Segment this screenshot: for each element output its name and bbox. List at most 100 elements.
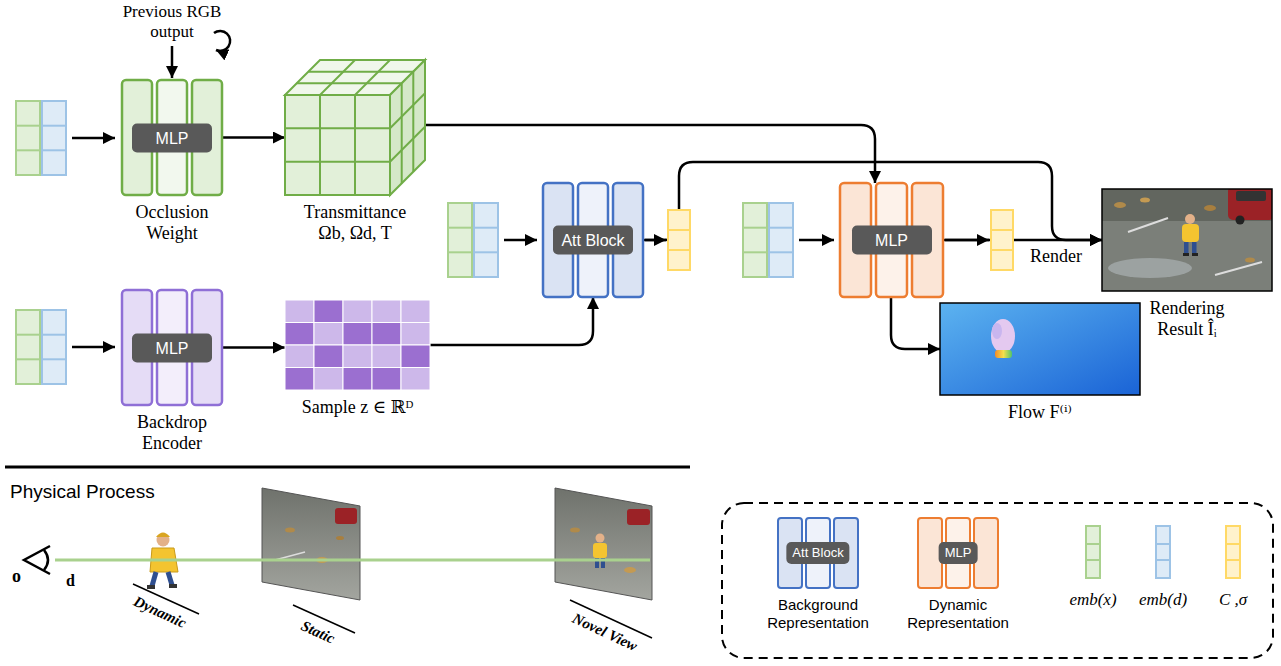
novel-view-panel bbox=[627, 509, 650, 525]
sample-grid bbox=[314, 368, 343, 391]
transmittance-cube bbox=[285, 161, 390, 163]
rendered-image bbox=[1182, 224, 1199, 242]
input-arrow bbox=[645, 239, 666, 242]
flow-image bbox=[995, 350, 1012, 358]
legend-text: Dynamic Representation bbox=[888, 596, 1028, 632]
transmittance-cube bbox=[390, 60, 425, 195]
dynamic-child bbox=[157, 534, 170, 547]
node-caption: Sample z ∈ ℝᴰ bbox=[302, 397, 414, 418]
sample-grid bbox=[285, 300, 314, 323]
flow-image bbox=[940, 303, 1140, 395]
node-caption: Backdrop Encoder bbox=[116, 412, 228, 454]
input-arrow bbox=[799, 239, 834, 242]
rendered-image bbox=[1114, 202, 1126, 208]
flow-image bbox=[940, 303, 1140, 395]
static-panel bbox=[285, 528, 295, 533]
sample-grid: Sample z ∈ ℝᴰ bbox=[285, 300, 430, 390]
sample-grid bbox=[372, 300, 401, 323]
input-arrow bbox=[171, 46, 174, 78]
transmittance-cube bbox=[355, 60, 390, 95]
block-label: MLP bbox=[852, 226, 932, 255]
novel-view-panel bbox=[596, 534, 605, 543]
sample-grid bbox=[314, 300, 343, 323]
attention-block: Att Block bbox=[543, 183, 643, 297]
backdrop-mlp-columns bbox=[122, 290, 222, 405]
input-arrow bbox=[72, 346, 115, 349]
flow-image: Flow F⁽ⁱ⁾ bbox=[940, 303, 1140, 395]
rendered-image bbox=[1192, 253, 1198, 256]
legend-swatch bbox=[1085, 525, 1101, 579]
rendered-image bbox=[1185, 214, 1195, 224]
direction-symbol: d bbox=[66, 572, 75, 590]
block-label: Att Block bbox=[553, 226, 633, 255]
rendered-image bbox=[1102, 189, 1272, 291]
swatch-divider bbox=[1087, 543, 1099, 545]
transmittance-cube bbox=[285, 95, 390, 195]
sample-grid bbox=[314, 323, 343, 346]
transmittance-cube bbox=[354, 95, 356, 195]
attention-columns bbox=[543, 183, 643, 297]
transmittance-cube bbox=[308, 71, 413, 73]
transmittance-cube bbox=[401, 83, 403, 183]
transmittance-cube bbox=[390, 93, 425, 128]
layer-label: Static bbox=[298, 616, 337, 647]
rendered-image bbox=[1128, 218, 1168, 232]
static-panel bbox=[262, 488, 360, 600]
connector-arrow bbox=[943, 239, 1102, 242]
input-arrow bbox=[945, 239, 989, 242]
legend-text: Background Representation bbox=[748, 596, 888, 632]
sample-grid bbox=[285, 323, 314, 346]
camera-eye bbox=[24, 546, 50, 574]
sample-grid bbox=[372, 368, 401, 391]
sample-grid bbox=[401, 300, 430, 323]
legend-swatch bbox=[1225, 525, 1241, 579]
embedding-stack bbox=[16, 310, 66, 384]
transmittance-cube bbox=[285, 127, 390, 129]
sample-grid bbox=[343, 323, 372, 346]
connector-arrow bbox=[222, 136, 285, 139]
dynamic-child bbox=[169, 584, 177, 588]
node-caption: Transmittance Ωb, Ωd, T bbox=[290, 202, 420, 244]
sample-grid bbox=[285, 368, 314, 391]
rendered-image bbox=[1184, 242, 1189, 254]
dynamic-mlp-columns bbox=[840, 183, 943, 297]
block-label: MLP bbox=[132, 123, 212, 152]
static-panel bbox=[335, 508, 357, 524]
input-arrow bbox=[72, 137, 115, 140]
rendered-image bbox=[1236, 191, 1266, 201]
novel-view-panel bbox=[624, 567, 636, 573]
node-caption: Occlusion Weight bbox=[116, 202, 228, 244]
sample-grid bbox=[401, 323, 430, 346]
legend-frame bbox=[722, 503, 1273, 658]
swatch-divider bbox=[1087, 559, 1099, 561]
origin-symbol: o bbox=[12, 566, 21, 586]
mlp-block: MLPBackdrop Encoder bbox=[122, 290, 222, 405]
legend-block-label: MLP bbox=[939, 542, 978, 564]
dynamic-child bbox=[156, 533, 170, 538]
connector-arrow bbox=[430, 297, 593, 345]
legend-text: emb(d) bbox=[1128, 590, 1198, 610]
connector-arrow bbox=[891, 297, 940, 349]
legend-background-sample bbox=[778, 518, 858, 588]
rendered-image bbox=[1183, 253, 1189, 256]
dynamic-child bbox=[147, 585, 155, 589]
block-label: MLP bbox=[132, 333, 212, 362]
rendered-image bbox=[1215, 262, 1262, 275]
embedding-stack bbox=[16, 101, 66, 175]
transmittance-cube bbox=[390, 127, 425, 162]
rendered-image bbox=[1108, 258, 1192, 278]
transmittance-cube bbox=[297, 82, 402, 84]
input-note: Previous RGB output bbox=[110, 2, 235, 42]
sample-grid bbox=[285, 300, 430, 390]
transmittance-cube bbox=[320, 60, 355, 95]
node-caption: Rendering Result Îᵢ bbox=[1132, 298, 1242, 340]
connector-arrow bbox=[222, 346, 285, 349]
rendered-image bbox=[1236, 216, 1245, 225]
legend-swatch bbox=[1155, 525, 1171, 579]
layer-label: Dynamic bbox=[131, 592, 189, 632]
legend-dynamic-sample bbox=[974, 518, 998, 588]
novel-view-panel bbox=[555, 488, 652, 600]
swatch-divider bbox=[1157, 543, 1169, 545]
